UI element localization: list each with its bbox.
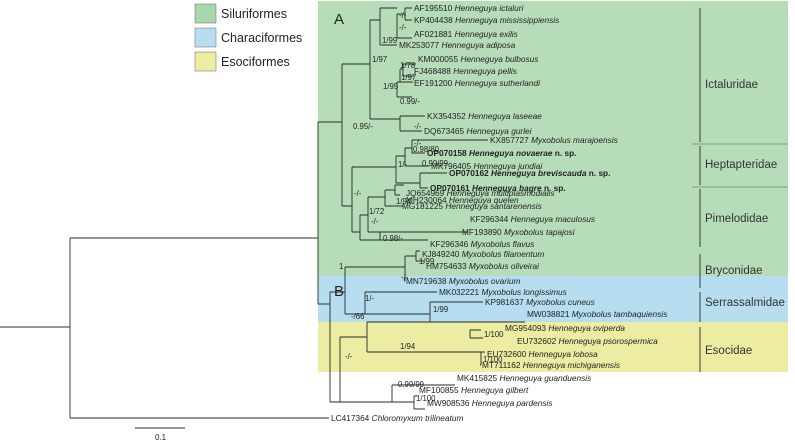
taxon-label: KJ849240 Myxobolus filamentum bbox=[422, 249, 544, 259]
support-values: -/- -/- 1/99 1/97 1/78 1/97 1/95 0.99/- … bbox=[339, 11, 504, 403]
support-value: -/- bbox=[345, 352, 353, 361]
taxon-label: MH230064 Henneguya quelen bbox=[406, 195, 519, 205]
taxon-label: KP404438 Henneguya mississippiensis bbox=[414, 15, 559, 25]
taxon-label: MK415825 Henneguya guanduensis bbox=[457, 373, 591, 383]
support-value: -/66 bbox=[351, 312, 364, 321]
support-value: 1/97 bbox=[372, 55, 387, 64]
esociformes-panel bbox=[318, 322, 788, 372]
support-value: 1/94 bbox=[396, 197, 412, 206]
taxon-label: HM754633 Myxobolus oliveirai bbox=[426, 261, 540, 271]
family-label-ictaluridae: Ictaluridae bbox=[705, 79, 758, 91]
legend-swatch-siluriformes bbox=[194, 3, 217, 24]
support-value: 1/94 bbox=[400, 342, 416, 351]
taxon-label-new-species: OP070161 Henneguya bagre n. sp. bbox=[430, 183, 566, 193]
support-value: 1/100 bbox=[484, 330, 504, 339]
support-value: -/- bbox=[399, 23, 407, 32]
support-value: 1/72 bbox=[369, 207, 384, 216]
taxon-label: MT711162 Henneguya michiganensis bbox=[482, 360, 620, 370]
taxon-label: EU732600 Henneguya lobosa bbox=[487, 349, 598, 359]
support-value: 1 bbox=[339, 262, 343, 271]
support-value: 0.99/99 bbox=[422, 159, 448, 168]
panel-label-a: A bbox=[334, 11, 344, 28]
support-value: 0.98/- bbox=[383, 234, 403, 243]
family-label-serrassalmidae: Serrassalmidae bbox=[705, 297, 785, 309]
support-value: 1/95 bbox=[383, 82, 399, 91]
family-label-bryconidae: Bryconidae bbox=[705, 265, 763, 277]
siluriformes-panel bbox=[318, 1, 788, 276]
taxon-label-new-species: OP070162 Henneguya breviscauda n. sp. bbox=[449, 168, 610, 178]
legend: Siluriformes Characiformes Esociformes bbox=[194, 3, 302, 72]
support-value: -/- bbox=[399, 11, 407, 20]
support-value: 1/- bbox=[365, 294, 375, 303]
support-value: 1/97 bbox=[401, 73, 416, 82]
family-label-esocidae: Esocidae bbox=[705, 345, 752, 357]
taxon-label: MN719638 Myxobolus ovarium bbox=[406, 276, 520, 286]
panel-label-b: B bbox=[334, 283, 344, 300]
taxon-label: JQ654969 Henneguya multiplasmodialis bbox=[406, 188, 555, 198]
taxon-label: KX857727 Myxobolus marajoensis bbox=[490, 135, 618, 145]
taxon-label: MW908536 Henneguya pardensis bbox=[427, 398, 552, 408]
taxon-label: MG181225 Henneguya santarenensis bbox=[402, 201, 542, 211]
support-value: 1/- bbox=[398, 160, 408, 169]
taxon-label: KF296346 Myxobolus flavus bbox=[430, 239, 534, 249]
taxon-label: MK253077 Henneguya adiposa bbox=[399, 40, 516, 50]
support-value: 1/100 bbox=[483, 355, 503, 364]
support-value: 1/78 bbox=[400, 61, 415, 70]
taxon-label: FJ468488 Henneguya pellis bbox=[414, 66, 517, 76]
legend-label-characiformes: Characiformes bbox=[221, 31, 302, 45]
family-label-heptapteridae: Heptapteridae bbox=[705, 159, 777, 171]
taxon-label: KM000055 Henneguya bulbosus bbox=[418, 54, 538, 64]
support-value: -/- bbox=[371, 217, 379, 226]
taxon-label: LC417364 Chloromyxum trilineatum bbox=[331, 413, 463, 423]
taxon-label: MG954093 Henneguya oviperda bbox=[505, 323, 625, 333]
taxon-label: MK032221 Myxobolus longissimus bbox=[439, 287, 567, 297]
taxon-label: MF193890 Myxobolus tapajosi bbox=[462, 227, 576, 237]
scale-bar-label: 0.1 bbox=[155, 433, 167, 442]
support-value: -/- bbox=[354, 189, 362, 198]
taxon-label: MK796405 Henneguya jundiai bbox=[431, 161, 543, 171]
support-value: -/- bbox=[401, 273, 409, 282]
support-value: 1/99 bbox=[433, 305, 448, 314]
taxon-label: AF195510 Henneguya ictaluri bbox=[414, 3, 524, 13]
taxon-label: KP981637 Myxobolus cuneus bbox=[485, 297, 595, 307]
taxon-label: KF296344 Henneguya maculosus bbox=[470, 214, 595, 224]
support-value: -/- bbox=[414, 139, 422, 148]
support-value: 0.99/- bbox=[400, 97, 420, 106]
legend-swatch-characiformes bbox=[194, 27, 217, 48]
taxon-label: KX354352 Henneguya laseeae bbox=[427, 111, 542, 121]
support-value: 0.98/80 bbox=[413, 145, 440, 154]
legend-swatch-esociformes bbox=[194, 51, 217, 72]
taxon-label-new-species: OP070158 Henneguya novaerae n. sp. bbox=[427, 148, 576, 158]
taxon-label: AF021881 Henneguya exilis bbox=[414, 29, 518, 39]
support-value: 1/99 bbox=[419, 257, 434, 266]
taxon-label: MW038821 Myxobolus tambaquiensis bbox=[527, 309, 667, 319]
legend-label-esociformes: Esociformes bbox=[221, 55, 290, 69]
support-value: 0.99/99 bbox=[398, 380, 424, 389]
support-value: -/- bbox=[414, 122, 422, 131]
taxon-label: DQ673465 Henneguya gurlei bbox=[424, 126, 533, 136]
taxon-label: EF191200 Henneguya sutherlandi bbox=[414, 78, 541, 88]
taxa-labels: AF195510 Henneguya ictaluri KP404438 Hen… bbox=[331, 3, 667, 423]
taxon-label: EU732602 Henneguya psorospermica bbox=[517, 336, 658, 346]
support-value: 0.95/- bbox=[353, 122, 373, 131]
legend-label-siluriformes: Siluriformes bbox=[221, 7, 287, 21]
support-value: 1/100 bbox=[416, 394, 436, 403]
tree-branches bbox=[0, 7, 525, 429]
taxon-label: MF100855 Henneguya gilbert bbox=[419, 385, 529, 395]
family-label-pimelodidae: Pimelodidae bbox=[705, 213, 768, 225]
support-value: 1/99 bbox=[382, 36, 397, 45]
family-brackets bbox=[692, 8, 788, 372]
